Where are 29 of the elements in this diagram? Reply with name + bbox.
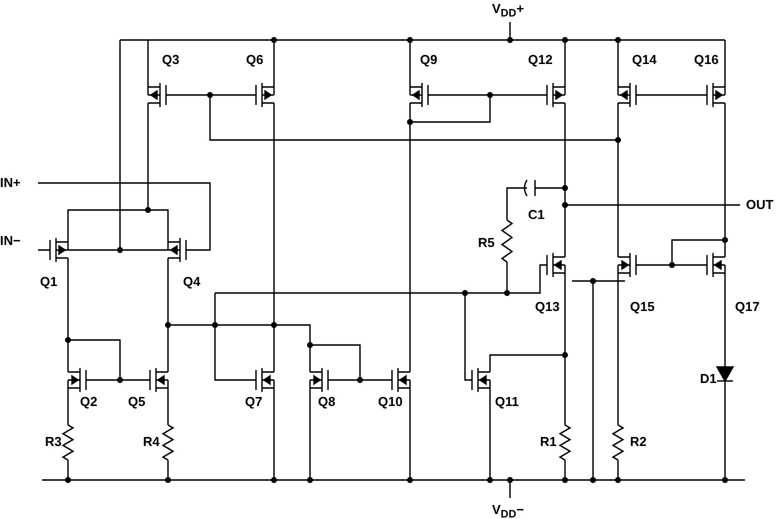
resistor-label: R2 — [630, 435, 647, 449]
transistor-label: Q16 — [694, 53, 719, 67]
transistor-label: Q1 — [40, 275, 58, 289]
transistor-label: Q6 — [246, 53, 264, 67]
diode-label: D1 — [700, 372, 717, 386]
supply-label: V$_{DD}$+ — [492, 2, 524, 21]
resistor-label: R3 — [45, 435, 62, 449]
transistor-label: Q12 — [528, 53, 553, 67]
transistor-label: Q13 — [535, 300, 560, 314]
transistor-label: Q17 — [735, 300, 760, 314]
transistor-label: Q7 — [245, 395, 262, 409]
resistor-label: R4 — [143, 435, 160, 449]
transistor-label: Q3 — [162, 53, 180, 67]
resistor-label: R5 — [478, 236, 495, 250]
transistor-label: Q8 — [318, 395, 336, 409]
pin-label: IN+ — [0, 176, 21, 190]
transistor-label: Q4 — [183, 275, 200, 289]
transistor-label: Q2 — [80, 395, 98, 409]
pin-label: IN− — [0, 234, 21, 248]
supply-label: V$_{DD}$− — [492, 503, 524, 519]
transistor-label: Q9 — [420, 53, 438, 67]
transistor-label: Q14 — [632, 53, 657, 67]
transistor-label: Q11 — [495, 395, 519, 409]
pin-label: OUT — [746, 198, 774, 212]
capacitor-label: C1 — [528, 208, 545, 222]
transistor-label: Q5 — [128, 395, 146, 409]
transistor-label: Q15 — [630, 300, 655, 314]
transistor-label: Q10 — [378, 395, 403, 409]
resistor-label: R1 — [540, 435, 557, 449]
